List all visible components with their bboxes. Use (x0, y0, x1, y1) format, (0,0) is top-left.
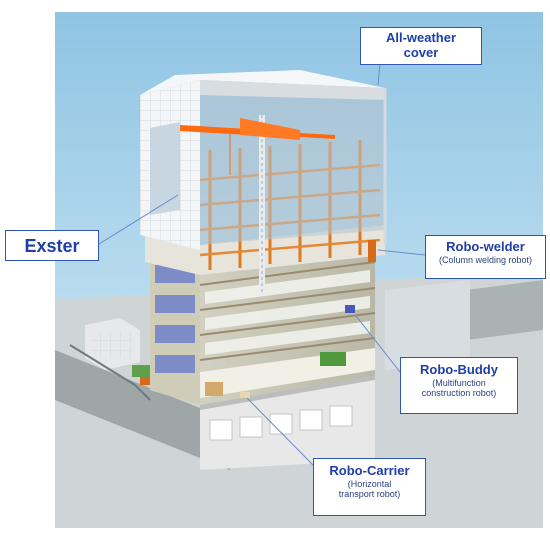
callout-all-weather-cover: All-weather cover (360, 27, 482, 65)
callout-subtitle-line2: transport robot) (338, 489, 401, 500)
road (55, 350, 230, 470)
neighbor-building-right (385, 280, 470, 370)
callout-title-line2: cover (403, 44, 439, 60)
callout-title: Exster (24, 236, 80, 256)
callout-title: Robo-welder (446, 239, 525, 254)
callout-subtitle: (Horizontal (347, 478, 392, 489)
callout-robo-buddy: Robo-Buddy (Multifunction construction r… (400, 357, 518, 414)
truck-icon (132, 365, 154, 377)
robo-welder-icon (368, 240, 376, 262)
robo-buddy-icon (345, 305, 355, 313)
callout-robo-carrier: Robo-Carrier (Horizontal transport robot… (313, 458, 426, 516)
callout-subtitle: (Column welding robot) (438, 254, 533, 265)
exster-crane-icon (179, 115, 336, 295)
green-truck-icon (320, 352, 346, 366)
leader-lines (98, 62, 426, 466)
callout-title: Robo-Carrier (329, 463, 410, 478)
neighbor-building-left (85, 318, 140, 370)
callout-robo-welder: Robo-welder (Column welding robot) (425, 235, 546, 279)
callout-subtitle: (Multifunction (432, 377, 486, 388)
robo-carrier-icon (240, 392, 250, 398)
callout-exster: Exster (5, 230, 99, 261)
callout-title: All-weather (385, 30, 457, 45)
lower-floors (150, 240, 376, 405)
callout-title: Robo-Buddy (420, 362, 498, 377)
callout-subtitle-line2: construction robot) (421, 388, 497, 399)
